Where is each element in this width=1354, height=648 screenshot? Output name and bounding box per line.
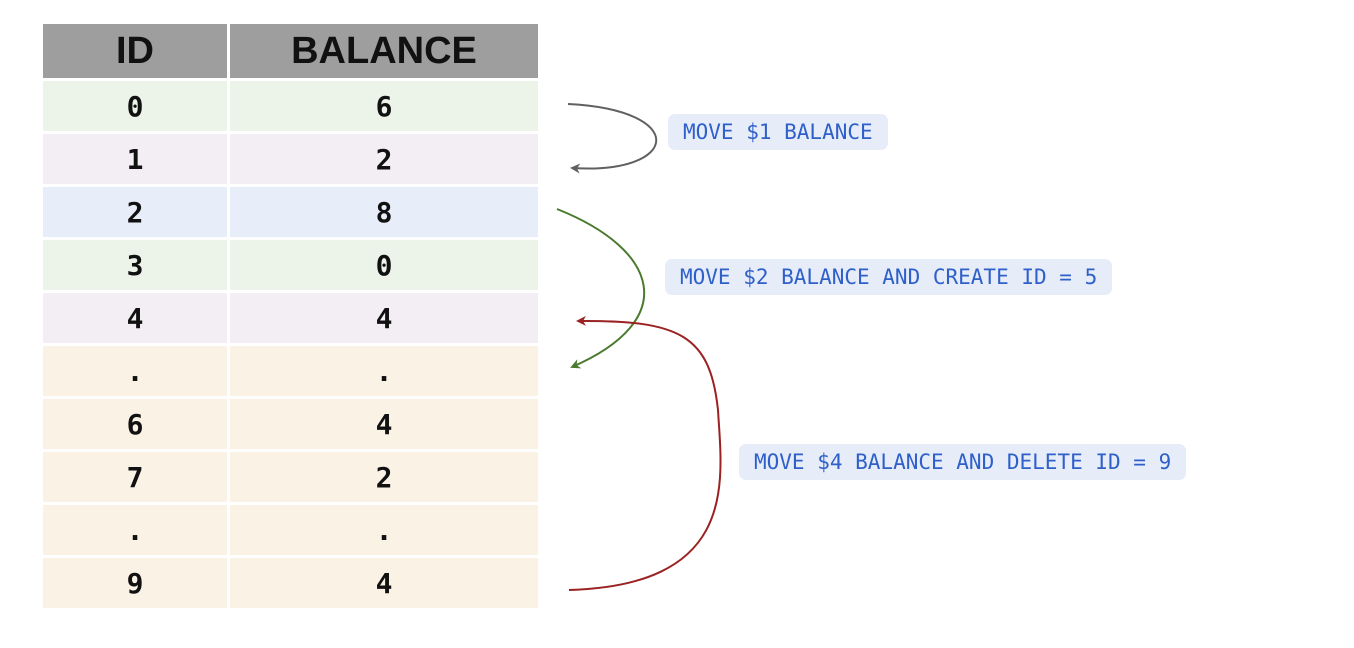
move-1-annotation: MOVE $1 BALANCE [668, 114, 888, 150]
balance-cell: 8 [230, 187, 538, 240]
balance-column-header: BALANCE [230, 24, 538, 81]
balance-cell: 2 [230, 452, 538, 505]
id-cell: 0 [43, 81, 230, 134]
table-header-row: ID BALANCE [43, 24, 538, 81]
table-row: 1 2 [43, 134, 538, 187]
move-4-annotation: MOVE $4 BALANCE AND DELETE ID = 9 [739, 444, 1187, 480]
arrow-row9-to-row4 [568, 315, 722, 591]
balance-cell: . [230, 505, 538, 558]
balance-cell: 4 [230, 558, 538, 611]
table-row: 3 0 [43, 240, 538, 293]
table-row: 4 4 [43, 293, 538, 346]
balance-cell: 4 [230, 399, 538, 452]
balance-cell: 6 [230, 81, 538, 134]
balance-cell: 0 [230, 240, 538, 293]
id-cell: 1 [43, 134, 230, 187]
table-row: . . [43, 346, 538, 399]
arrow-row2-to-new-id [556, 208, 646, 369]
table-row: 7 2 [43, 452, 538, 505]
arrow-row0-to-row1 [567, 103, 658, 174]
table-row: 9 4 [43, 558, 538, 611]
id-cell: . [43, 505, 230, 558]
id-cell: 7 [43, 452, 230, 505]
id-column-header: ID [43, 24, 230, 81]
id-cell: . [43, 346, 230, 399]
id-cell: 6 [43, 399, 230, 452]
balance-cell: 4 [230, 293, 538, 346]
table-row: 6 4 [43, 399, 538, 452]
id-cell: 2 [43, 187, 230, 240]
table-row: 2 8 [43, 187, 538, 240]
move-2-annotation: MOVE $2 BALANCE AND CREATE ID = 5 [665, 259, 1113, 295]
table-row: 0 6 [43, 81, 538, 134]
balance-cell: 2 [230, 134, 538, 187]
table-row: . . [43, 505, 538, 558]
id-cell: 3 [43, 240, 230, 293]
id-cell: 9 [43, 558, 230, 611]
balance-table: ID BALANCE 0 6 1 2 2 8 3 0 4 4 . . 6 [43, 24, 538, 611]
balance-cell: . [230, 346, 538, 399]
id-cell: 4 [43, 293, 230, 346]
